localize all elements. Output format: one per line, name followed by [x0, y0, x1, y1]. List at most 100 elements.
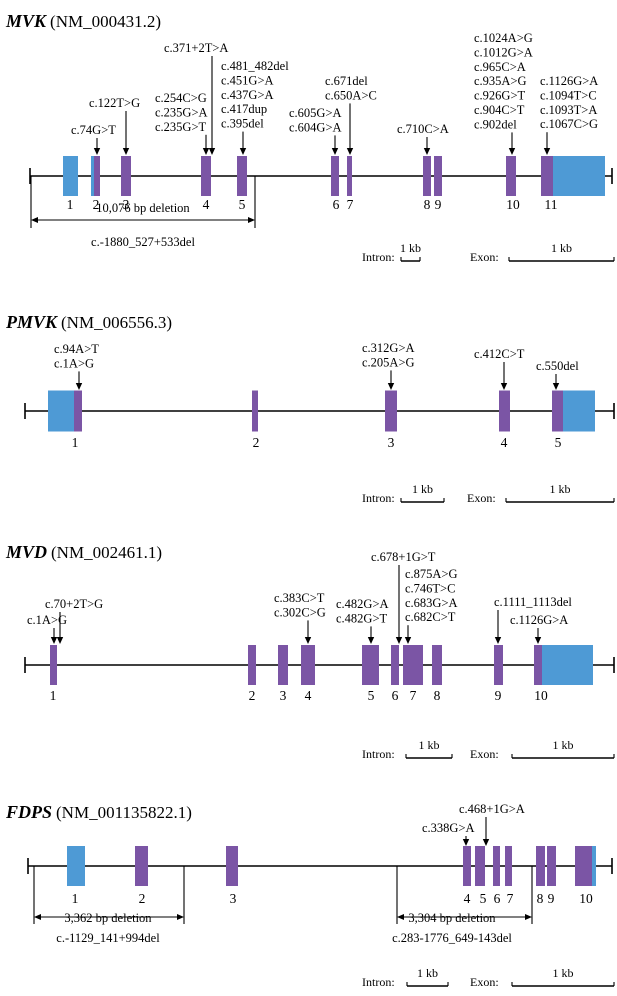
mutation-arrow-head	[552, 383, 560, 390]
mutation-label: c.875A>G	[405, 567, 458, 581]
mutation-label: c.683G>A	[405, 596, 458, 610]
mutation-group: c.74G>T	[71, 123, 116, 155]
intron-scale-unit: 1 kb	[417, 966, 438, 980]
exon-9-coding-segment	[494, 645, 503, 685]
exon-scale-label: Exon:	[470, 250, 499, 264]
mutation-arrow-head	[331, 148, 339, 155]
mutation-label: c.671del	[325, 74, 368, 88]
exon-10-coding-segment	[506, 156, 516, 196]
gene-title: PMVK(NM_006556.3)	[5, 312, 172, 332]
mutation-group: c.710C>A	[397, 122, 449, 155]
exon-scale-unit: 1 kb	[551, 241, 572, 255]
intron-scale-label: Intron:	[362, 491, 395, 505]
mutation-arrow-head	[202, 148, 210, 155]
gene-name: FDPS	[5, 802, 52, 822]
intron-scale-unit: 1 kb	[412, 482, 433, 496]
gene-accession: (NM_000431.2)	[50, 12, 161, 31]
mutation-label: c.412C>T	[474, 347, 525, 361]
exon-2-coding-segment	[94, 156, 100, 196]
exon-2-coding-segment	[135, 846, 148, 886]
exon-7-coding-segment	[505, 846, 512, 886]
mutation-group: c.875A>Gc.746T>Cc.683G>Ac.682C>T	[404, 567, 458, 644]
mutation-arrow-head	[404, 637, 412, 644]
mutation-label: c.1024A>G	[474, 31, 533, 45]
mutation-group: c.1A>G	[27, 613, 67, 644]
mutation-group: c.605G>Ac.604G>A	[289, 106, 342, 155]
intron-scale-label: Intron:	[362, 747, 395, 761]
exon-7-coding-segment	[403, 645, 423, 685]
exon-scale-unit: 1 kb	[553, 738, 574, 752]
gene-name: PMVK	[5, 312, 59, 332]
exon-number-label: 3	[230, 891, 237, 906]
exon-number-label: 9	[495, 688, 502, 703]
exon-4-coding-segment	[201, 156, 211, 196]
exon-number-label: 4	[501, 435, 508, 450]
gene-accession: (NM_001135822.1)	[56, 803, 192, 822]
mutation-label: c.1012G>A	[474, 45, 533, 59]
exon-number-label: 8	[424, 197, 431, 212]
exon-2-utr-segment	[91, 156, 94, 196]
exon-scale-label: Exon:	[470, 747, 499, 761]
mutation-arrow-head	[75, 383, 83, 390]
exon-number-label: 10	[534, 688, 548, 703]
exon-9-coding-segment	[547, 846, 556, 886]
exon-number-label: 5	[480, 891, 487, 906]
exon-number-label: 11	[545, 197, 558, 212]
exon-4-coding-segment	[499, 390, 510, 432]
mutation-group: c.1111_1113del	[494, 595, 572, 644]
mutation-label: c.302C>G	[274, 605, 326, 619]
exon-1-coding-segment	[50, 645, 57, 685]
deletion-arrow-right	[177, 914, 184, 920]
mutation-label: c.605G>A	[289, 106, 342, 120]
exon-8-coding-segment	[432, 645, 442, 685]
exon-2-coding-segment	[248, 645, 256, 685]
exon-scale-unit: 1 kb	[553, 966, 574, 980]
mutation-arrow-head	[462, 839, 470, 846]
mutation-arrow-head	[534, 637, 542, 644]
mutation-label: c.481_482del	[221, 59, 289, 73]
exon-3-coding-segment	[385, 390, 397, 432]
exon-8-coding-segment	[423, 156, 431, 196]
gene-title: MVK(NM_000431.2)	[5, 11, 161, 31]
exon-6-coding-segment	[331, 156, 339, 196]
mutation-arrow-head	[346, 148, 354, 155]
exon-5-utr-segment	[563, 390, 595, 432]
exon-5-coding-segment	[237, 156, 247, 196]
gene-title: MVD(NM_002461.1)	[5, 542, 162, 562]
mutation-label: c.312G>A	[362, 341, 415, 355]
exon-number-label: 6	[392, 688, 399, 703]
gene-name: MVK	[5, 11, 48, 31]
mutation-label: c.1126G>A	[540, 74, 598, 88]
mutation-group: c.1024A>Gc.1012G>Ac.965C>Ac.935A>Gc.926G…	[474, 31, 533, 155]
exon-number-label: 8	[537, 891, 544, 906]
intron-scale-label: Intron:	[362, 250, 395, 264]
mutation-label: c.650A>C	[325, 88, 377, 102]
gene-accession: (NM_006556.3)	[61, 313, 172, 332]
exon-5-coding-segment	[552, 390, 563, 432]
mutation-label: c.1111_1113del	[494, 595, 572, 609]
exon-scale-label: Exon:	[467, 491, 496, 505]
deletion-arrow-left	[34, 914, 41, 920]
mutation-label: c.1A>G	[54, 356, 94, 370]
mutation-label: c.965C>A	[474, 60, 526, 74]
exon-10-coding-segment	[534, 645, 542, 685]
deletion-size-label: 3,362 bp deletion	[64, 911, 152, 925]
mutation-arrow-head	[482, 839, 490, 846]
intron-scale-label: Intron:	[362, 975, 395, 989]
exon-8-coding-segment	[536, 846, 545, 886]
mutation-group: c.383C>Tc.302C>G	[274, 591, 326, 644]
exon-5-coding-segment	[362, 645, 379, 685]
gene-name: MVD	[5, 542, 47, 562]
mutation-label: c.383C>T	[274, 591, 325, 605]
mutation-arrow-head	[208, 148, 216, 155]
mutation-label: c.1067C>G	[540, 117, 598, 131]
exon-number-label: 9	[548, 891, 555, 906]
exon-number-label: 2	[139, 891, 146, 906]
exon-10-utr-segment	[592, 846, 596, 886]
exon-7-coding-segment	[347, 156, 352, 196]
exon-number-label: 3	[388, 435, 395, 450]
